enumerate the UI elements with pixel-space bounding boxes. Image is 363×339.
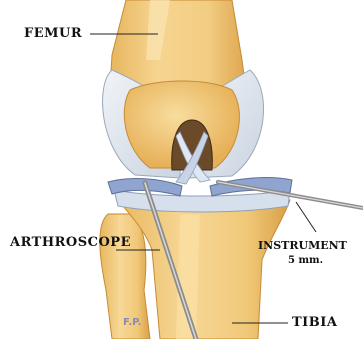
artist-signature: F.P.	[123, 318, 141, 328]
arthroscope-label: ARTHROSCOPE	[10, 236, 131, 249]
tibial-plateau	[114, 190, 290, 212]
tibia-label: TIBIA	[292, 316, 337, 329]
femur-label: FEMUR	[24, 27, 82, 40]
instrument-label: INSTRUMENT	[258, 240, 347, 251]
instrument-leader-line	[296, 202, 316, 232]
instrument-size-label: 5 mm.	[288, 256, 323, 266]
